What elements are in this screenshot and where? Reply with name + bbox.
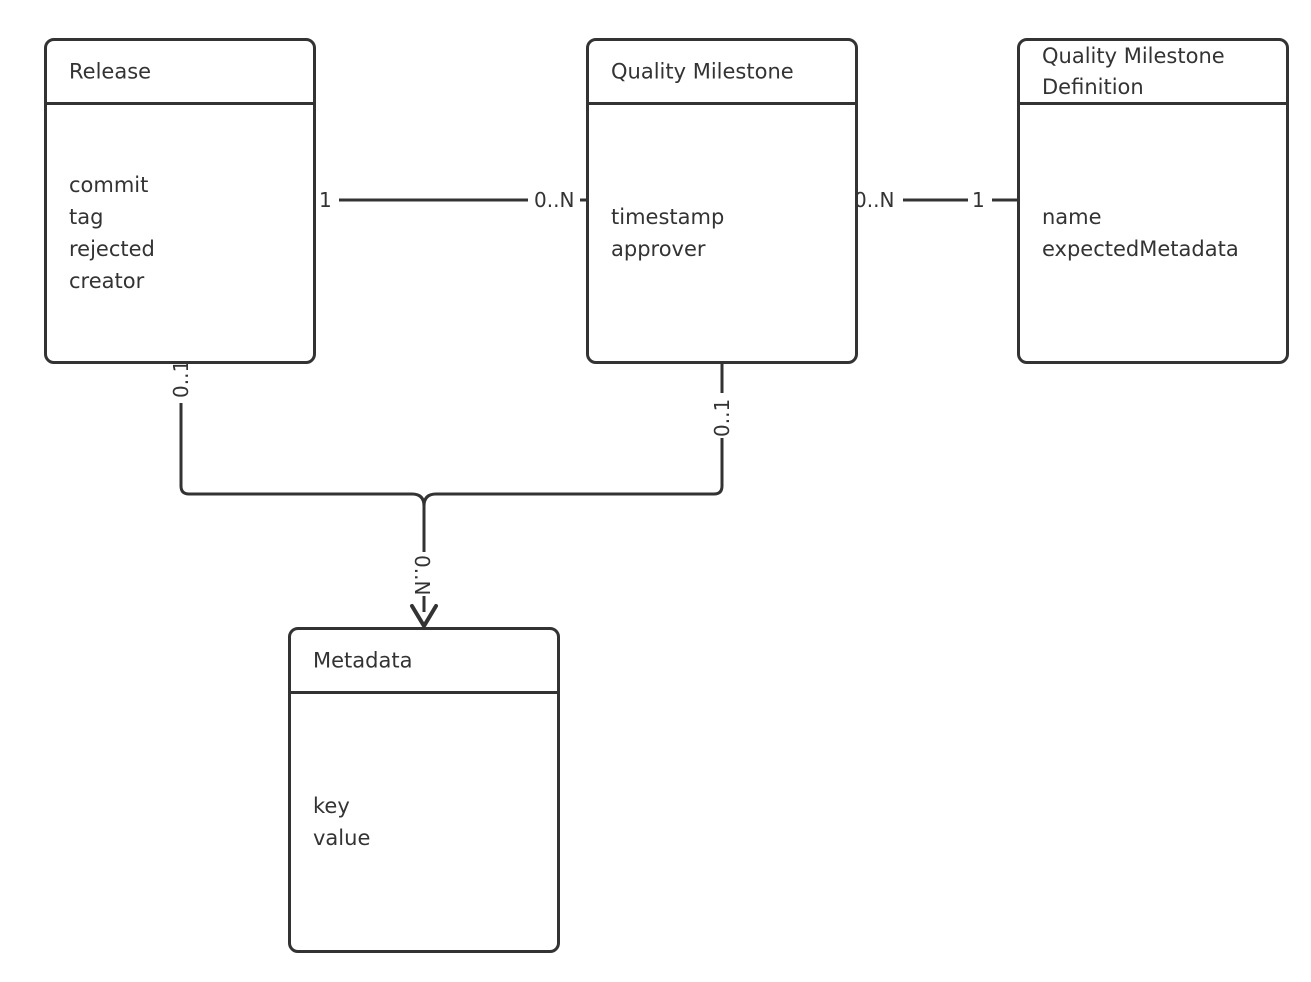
entity-quality-milestone[interactable]: Quality Milestone timestamp approver: [586, 38, 858, 364]
entity-title: Release: [69, 59, 152, 83]
attribute: value: [313, 826, 371, 850]
mult-milestone-side: 0..N: [534, 188, 574, 212]
attribute: name: [1042, 205, 1102, 229]
entity-attributes: timestamp approver: [611, 201, 724, 265]
mult-release-side: 1: [319, 188, 332, 212]
attribute: timestamp: [611, 205, 725, 229]
mult-release-metadata: 0..1: [169, 360, 193, 398]
entity-header: Release: [47, 41, 313, 105]
entity-title: Quality Milestone: [611, 59, 794, 83]
attribute: tag: [69, 205, 104, 229]
mult-metadata-end: 0..N: [410, 555, 434, 595]
entity-title: Metadata: [313, 648, 413, 672]
entity-release[interactable]: Release commit tag rejected creator: [44, 38, 316, 364]
attribute: creator: [69, 269, 145, 293]
attribute: rejected: [69, 237, 155, 261]
entity-title: Quality Milestone Definition: [1042, 43, 1225, 99]
mult-definition-side: 1: [972, 188, 985, 212]
mult-milestone-def-side: 0..N: [854, 188, 894, 212]
attribute: commit: [69, 173, 149, 197]
entity-attributes: key value: [313, 790, 370, 854]
attribute: approver: [611, 237, 706, 261]
link-release-metadata: [179, 403, 426, 552]
link-milestone-metadata: [422, 438, 724, 507]
entity-attributes: name expectedMetadata: [1042, 201, 1239, 265]
entity-attributes: commit tag rejected creator: [69, 169, 155, 297]
entity-header: Metadata: [291, 630, 557, 694]
mult-milestone-metadata: 0..1: [710, 399, 734, 437]
entity-header: Quality Milestone Definition: [1020, 41, 1286, 105]
entity-metadata[interactable]: Metadata key value: [288, 627, 560, 953]
attribute: key: [313, 794, 350, 818]
entity-header: Quality Milestone: [589, 41, 855, 105]
arrow-head-icon: [410, 604, 438, 628]
entity-quality-milestone-definition[interactable]: Quality Milestone Definition name expect…: [1017, 38, 1289, 364]
attribute: expectedMetadata: [1042, 237, 1239, 261]
